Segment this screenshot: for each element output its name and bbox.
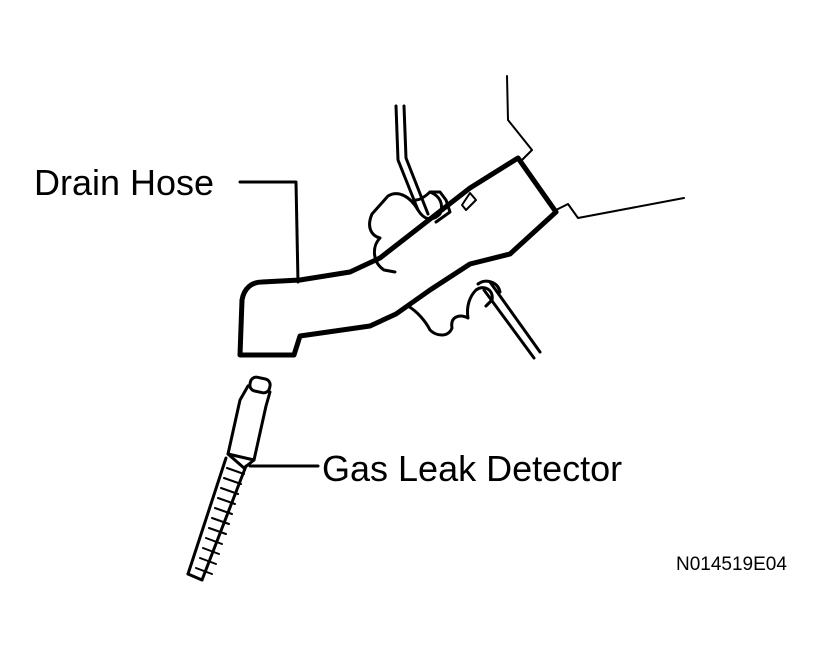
drain-hose xyxy=(237,155,559,358)
lower-clip xyxy=(406,279,542,360)
body-outline xyxy=(506,75,685,219)
gas-leak-detector-label: Gas Leak Detector xyxy=(322,448,622,489)
figure-id: N014519E04 xyxy=(676,554,787,575)
drain-hose-leader xyxy=(238,180,300,284)
drain-hose-label: Drain Hose xyxy=(34,162,214,203)
gas-leak-detector-probe xyxy=(186,375,272,582)
upper-clip xyxy=(368,104,452,274)
drain-hose-inner-edge xyxy=(461,192,477,211)
